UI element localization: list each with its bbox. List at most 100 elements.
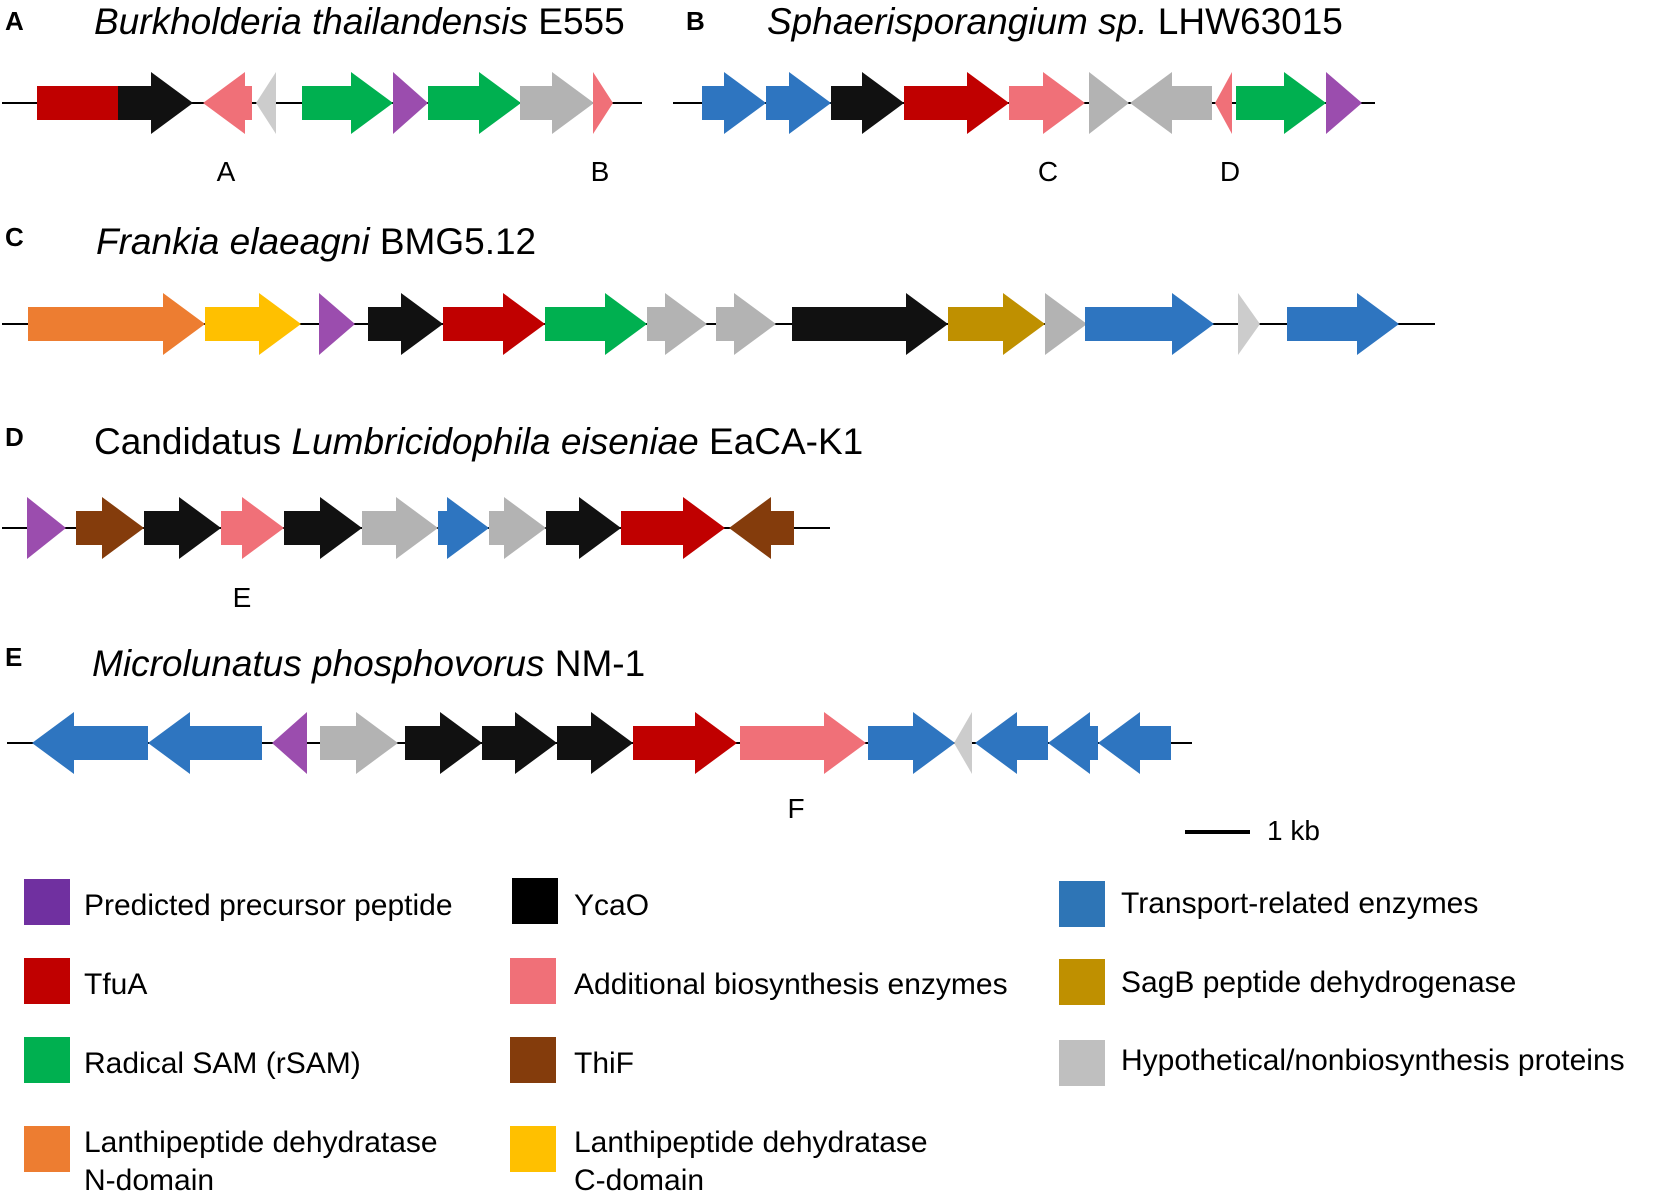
gene-arrow-transport [702, 72, 766, 134]
gene-label: B [591, 156, 610, 187]
gene-arrow-sagb [948, 293, 1045, 355]
species-name: Sphaerisporangium sp. [767, 1, 1148, 42]
gene-arrow-ycao [118, 72, 193, 134]
gene-arrow-additional [1009, 72, 1085, 134]
gene-arrow-thif [729, 497, 794, 559]
legend-label-line: N-domain [84, 1164, 214, 1195]
panel-title: Sphaerisporangium sp. LHW63015 [767, 1, 1343, 42]
gene-arrow-rsam [1236, 72, 1326, 134]
gene-arrow-transport [1287, 293, 1399, 355]
legend: Predicted precursor peptide YcaO Transpo… [24, 878, 1625, 1197]
panel-letter: D [5, 422, 24, 452]
panel-b: B Sphaerisporangium sp. LHW63015 C D [673, 1, 1375, 187]
gene-arrow-hypothetical_light [1238, 293, 1260, 355]
gene-arrow-hypothetical [1089, 72, 1129, 134]
gene-label: A [217, 156, 236, 187]
gene-arrow-ycao [792, 293, 948, 355]
gene-arrow-precursor [27, 497, 66, 559]
panel-d: D Candidatus Lumbricidophila eiseniae Ea… [2, 421, 863, 613]
gene-label: E [233, 582, 252, 613]
legend-label-line: Lanthipeptide dehydratase [84, 1126, 438, 1159]
strain-name: EaCA-K1 [699, 421, 864, 462]
gene-arrow-hypothetical_light [256, 72, 276, 134]
panel-title: Frankia elaeagni BMG5.12 [96, 221, 536, 262]
legend-label: Predicted precursor peptide [84, 889, 453, 922]
gene-arrow-transport [32, 712, 148, 774]
gene-arrow-additional [1215, 72, 1232, 134]
panel-title: Microlunatus phosphovorus NM-1 [92, 643, 645, 684]
gene-arrow-thif [76, 497, 144, 559]
species-name: Lumbricidophila eiseniae [291, 421, 698, 462]
gene-arrow-additional [740, 712, 866, 774]
gene-arrow-hypothetical [362, 497, 438, 559]
legend-label: YcaO [574, 889, 649, 922]
gene-arrow-tfua [904, 72, 1009, 134]
gene-arrow-transport [766, 72, 831, 134]
legend-item-ycao: YcaO [512, 878, 649, 924]
gene-arrow-additional [593, 72, 613, 134]
legend-swatch [510, 1037, 556, 1083]
legend-swatch [24, 1037, 70, 1083]
gene-arrow-ycao [405, 712, 482, 774]
scale-bar-label: 1 kb [1267, 815, 1320, 846]
gene-arrow-precursor [1326, 72, 1362, 134]
gene-arrow-precursor [272, 712, 307, 774]
gene-arrow-rsam [545, 293, 647, 355]
candidatus-prefix: Candidatus [94, 421, 291, 462]
gene-arrow-precursor [393, 72, 428, 134]
gene-arrow-transport [438, 497, 489, 559]
gene-arrow-hypothetical [1130, 72, 1212, 134]
legend-swatch [24, 879, 70, 925]
strain-name: BMG5.12 [370, 221, 537, 262]
legend-swatch [512, 878, 558, 924]
gene-label: D [1220, 156, 1240, 187]
panel-c: C Frankia elaeagni BMG5.12 [2, 221, 1435, 355]
gene-arrow-transport [975, 712, 1048, 774]
gene-arrow-transport [1048, 712, 1098, 774]
gene-arrow-lanth_c [205, 293, 301, 355]
strain-name: NM-1 [544, 643, 645, 684]
legend-swatch [24, 958, 70, 1004]
gene-arrow-precursor [319, 293, 355, 355]
gene-arrow-hypothetical [647, 293, 707, 355]
legend-item-thif: ThiF [510, 1037, 634, 1083]
gene-arrow-tfua [443, 293, 545, 355]
gene-arrow-ycao [368, 293, 443, 355]
gene-arrow-tfua [37, 86, 118, 120]
gene-arrow-lanth_n [28, 293, 205, 355]
species-name: Microlunatus phosphovorus [92, 643, 544, 684]
strain-name: LHW63015 [1148, 1, 1343, 42]
legend-swatch [1059, 881, 1105, 927]
legend-item-sagb: SagB peptide dehydrogenase [1059, 959, 1516, 1005]
gene-arrow-transport [1085, 293, 1214, 355]
legend-label: Radical SAM (rSAM) [84, 1047, 361, 1080]
panel-letter: B [686, 6, 705, 36]
gene-arrow-additional [203, 72, 252, 134]
gene-arrow-hypothetical_light [954, 712, 972, 774]
gene-arrow-hypothetical [1045, 293, 1087, 355]
legend-swatch [510, 1126, 556, 1172]
legend-item-tfua: TfuA [24, 958, 147, 1004]
gene-arrow-tfua [633, 712, 737, 774]
gene-arrow-hypothetical [320, 712, 398, 774]
panel-title: Candidatus Lumbricidophila eiseniae EaCA… [94, 421, 863, 462]
legend-label: TfuA [84, 968, 147, 1001]
panel-e: E Microlunatus phosphovorus NM-1 F [5, 642, 1192, 824]
gene-arrow-transport [868, 712, 955, 774]
gene-arrow-ycao [557, 712, 633, 774]
panel-title: Burkholderia thailandensis E555 [94, 1, 625, 42]
gene-arrow-tfua [621, 497, 725, 559]
legend-item-rsam: Radical SAM (rSAM) [24, 1037, 361, 1083]
gene-arrow-transport [148, 712, 262, 774]
legend-label-line: C-domain [574, 1164, 704, 1195]
legend-label: Additional biosynthesis enzymes [574, 968, 1008, 1001]
legend-swatch [1059, 959, 1105, 1005]
legend-label: SagB peptide dehydrogenase [1121, 966, 1516, 999]
panel-letter: E [5, 642, 22, 672]
gene-arrow-additional [221, 497, 284, 559]
species-name: Frankia elaeagni [96, 221, 371, 262]
